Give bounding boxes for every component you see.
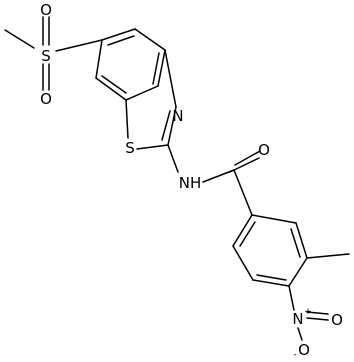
atom-o-sulfonyl-top: O xyxy=(40,1,52,19)
atom-n-nitro: N xyxy=(292,310,303,328)
bond-ar-5 xyxy=(232,245,254,281)
bond-s-ring xyxy=(55,39,103,52)
bond-lines xyxy=(4,16,350,341)
bond-ar-methyl xyxy=(306,253,350,259)
charge-o-minus: - xyxy=(293,350,296,360)
bond-c-o-2 xyxy=(234,150,261,166)
bond-bz-3-inner xyxy=(152,52,160,85)
bond-n-c2-inner xyxy=(161,110,171,141)
bond-bz-5-inner xyxy=(101,75,127,94)
bond-ar-3 xyxy=(288,257,308,287)
bond-ar-4 xyxy=(252,279,290,287)
charge-n-plus: + xyxy=(304,307,312,317)
atom-labels: S O O S N NH O N + O O - xyxy=(40,1,343,360)
bond-c2-s xyxy=(136,144,169,150)
bond-ar-6 xyxy=(232,214,253,247)
bond-n-o-right-2 xyxy=(306,311,329,315)
bond-bz-1-inner xyxy=(107,35,135,46)
bond-n-o-bottom xyxy=(297,327,303,341)
bond-ar-2-inner xyxy=(290,228,301,258)
bond-c3a-n xyxy=(164,49,177,108)
atom-o-nitro-bottom: O xyxy=(298,341,310,359)
bond-bz-1 xyxy=(101,28,136,41)
atom-o-sulfonyl-bottom: O xyxy=(40,90,52,108)
bond-ar-n-nitro xyxy=(288,285,295,311)
bond-ar-6-inner xyxy=(239,221,256,247)
atom-nh-amide: NH xyxy=(179,174,202,192)
bond-bz-2 xyxy=(134,28,166,51)
atom-o-carbonyl: O xyxy=(258,141,270,159)
bond-n-o-right xyxy=(306,317,329,321)
bond-c2-nh xyxy=(167,144,179,173)
atom-s-thiazole: S xyxy=(125,139,135,157)
bond-bz-5 xyxy=(95,77,127,101)
bond-s-c7a xyxy=(125,99,129,139)
bond-ar-4-inner xyxy=(256,274,287,281)
bond-n-c2 xyxy=(167,106,177,146)
bond-methyl-s xyxy=(4,29,35,49)
bond-nh-co xyxy=(202,169,235,183)
bond-c-o xyxy=(229,157,260,173)
bond-bz-4 xyxy=(125,85,159,101)
atom-n-thiazole: N xyxy=(172,107,183,125)
bond-ar-2 xyxy=(295,222,308,259)
bond-bz-3 xyxy=(157,49,166,87)
atom-o-nitro-right: O xyxy=(331,311,343,329)
atom-s-sulfonyl: S xyxy=(41,47,51,65)
bond-ar-1 xyxy=(251,214,297,224)
bond-bz-6 xyxy=(95,39,103,79)
bond-co-ring xyxy=(233,169,253,216)
